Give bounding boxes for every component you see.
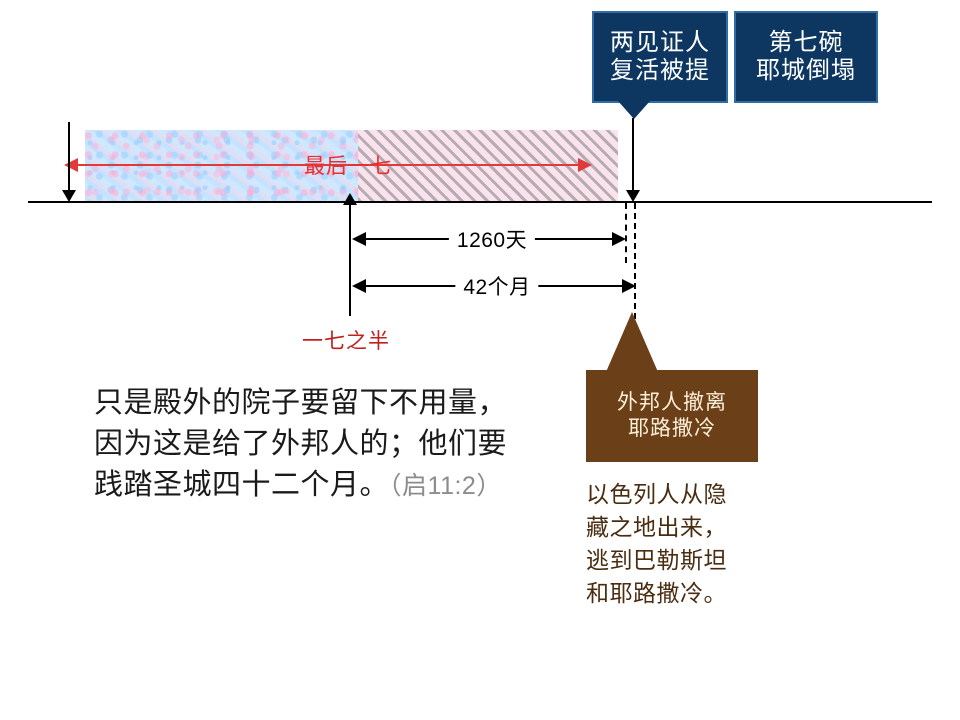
marker-end-line [632, 118, 634, 192]
marker-end-arrow-icon [626, 190, 640, 202]
event-box-two-witnesses-pointer-icon [618, 101, 650, 119]
last-seven-label: 最后一七 [304, 155, 392, 178]
dimension-extension-right-months [634, 203, 636, 319]
callout-pointer-icon [606, 312, 658, 372]
event-box-seventh-bowl-line-1: 第七碗 [768, 28, 844, 56]
last-seven-arrow-head-right-icon [578, 158, 592, 172]
callout-line-2: 耶路撒冷 [628, 417, 716, 440]
event-box-two-witnesses-line-2: 复活被提 [610, 57, 710, 84]
scripture-line-2: 因为这是给了外邦人的；他们要 [94, 428, 508, 461]
dimension-months-arrow-right-icon [622, 279, 636, 293]
dimension-days-arrow-right-icon [612, 232, 626, 246]
dimension-extension-right-days [625, 203, 627, 263]
note-line-2: 藏之地出来， [586, 513, 727, 540]
note-line-4: 和耶路撒冷。 [586, 579, 727, 606]
dimension-days-arrow-left-icon [352, 232, 366, 246]
last-seven-arrow-line [74, 164, 582, 166]
last-seven-arrow-head-left-icon [64, 158, 78, 172]
scripture-reference: （启11:2） [389, 472, 502, 501]
note-israel-flees: 以色列人从隐 藏之地出来， 逃到巴勒斯坦 和耶路撒冷。 [586, 478, 776, 610]
event-box-two-witnesses-line-1: 两见证人 [610, 28, 710, 56]
dimension-extension-left-arrow-icon [343, 193, 357, 205]
event-box-seventh-bowl-line-2: 耶城倒塌 [756, 57, 856, 84]
callout-line-1: 外邦人撤离 [617, 390, 727, 414]
note-line-1: 以色列人从隐 [586, 481, 727, 507]
event-box-seventh-bowl[interactable]: 第七碗 耶城倒塌 [734, 11, 878, 103]
scripture-line-3: 践踏圣城四十二个月。 [94, 469, 390, 502]
dimension-extension-left [349, 200, 351, 316]
marker-start-line [68, 122, 70, 192]
scripture-line-1: 只是殿外的院子要留下不用量， [94, 387, 508, 419]
dimension-days-label: 1260天 [448, 224, 536, 254]
scripture-quote: 只是殿外的院子要留下不用量， 因为这是给了外邦人的；他们要 践踏圣城四十二个月。… [94, 383, 564, 507]
dimension-months-label: 42个月 [455, 271, 539, 301]
half-seven-label: 一七之半 [302, 330, 390, 353]
callout-gentiles-withdraw[interactable]: 外邦人撤离 耶路撒冷 [586, 370, 758, 462]
note-line-3: 逃到巴勒斯坦 [586, 546, 727, 573]
event-box-two-witnesses[interactable]: 两见证人 复活被提 [592, 11, 728, 103]
dimension-months-arrow-left-icon [352, 279, 366, 293]
timeline-axis [28, 201, 932, 203]
marker-start-arrow-icon [62, 190, 76, 202]
